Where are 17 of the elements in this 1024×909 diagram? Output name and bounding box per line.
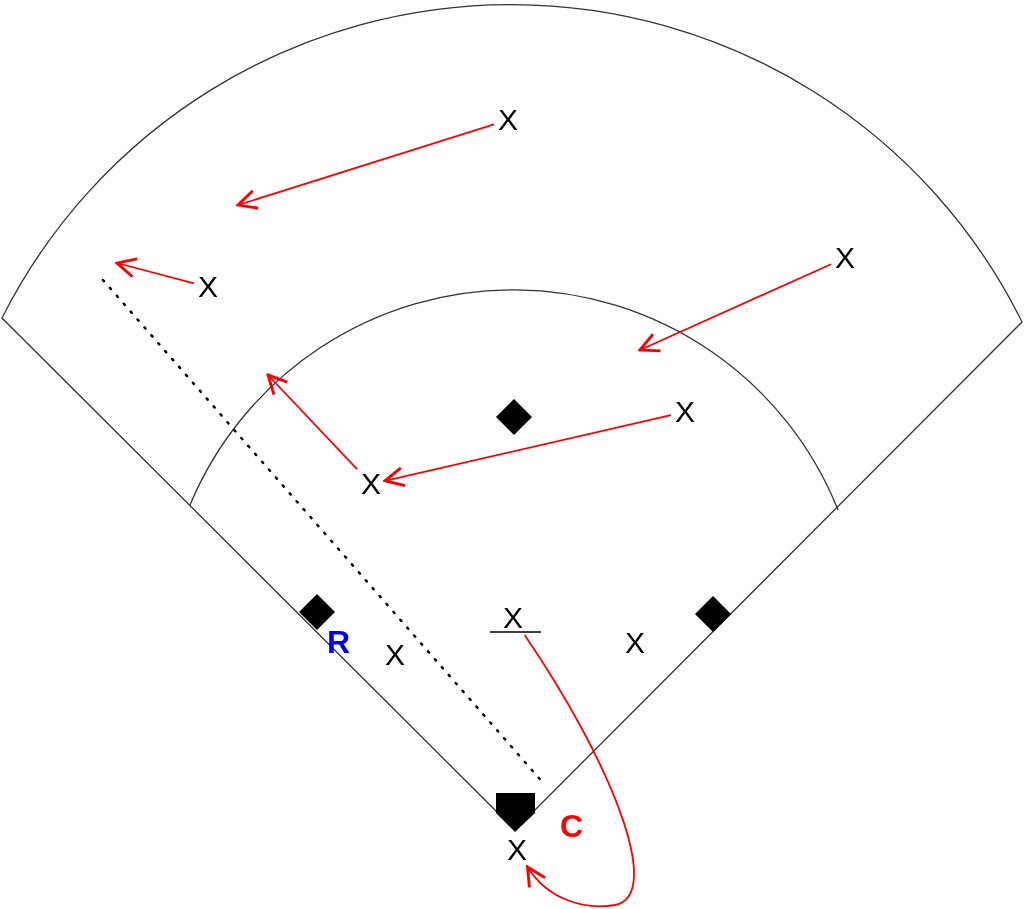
arrow <box>236 123 495 210</box>
arrow <box>115 257 195 285</box>
position-letter: C <box>560 810 584 842</box>
arrow <box>523 634 635 908</box>
position-letter: R <box>327 626 351 658</box>
player-mark: X <box>359 469 383 499</box>
player-mark: X <box>496 105 520 135</box>
player-mark: X <box>501 603 525 633</box>
player-mark: X <box>623 628 647 658</box>
arrow <box>638 263 832 353</box>
arrow <box>383 414 672 488</box>
player-mark: X <box>673 397 697 427</box>
player-mark: X <box>196 272 220 302</box>
player-mark: X <box>505 835 529 865</box>
player-mark: X <box>383 640 407 670</box>
player-mark: X <box>833 243 857 273</box>
arrow <box>266 373 358 471</box>
